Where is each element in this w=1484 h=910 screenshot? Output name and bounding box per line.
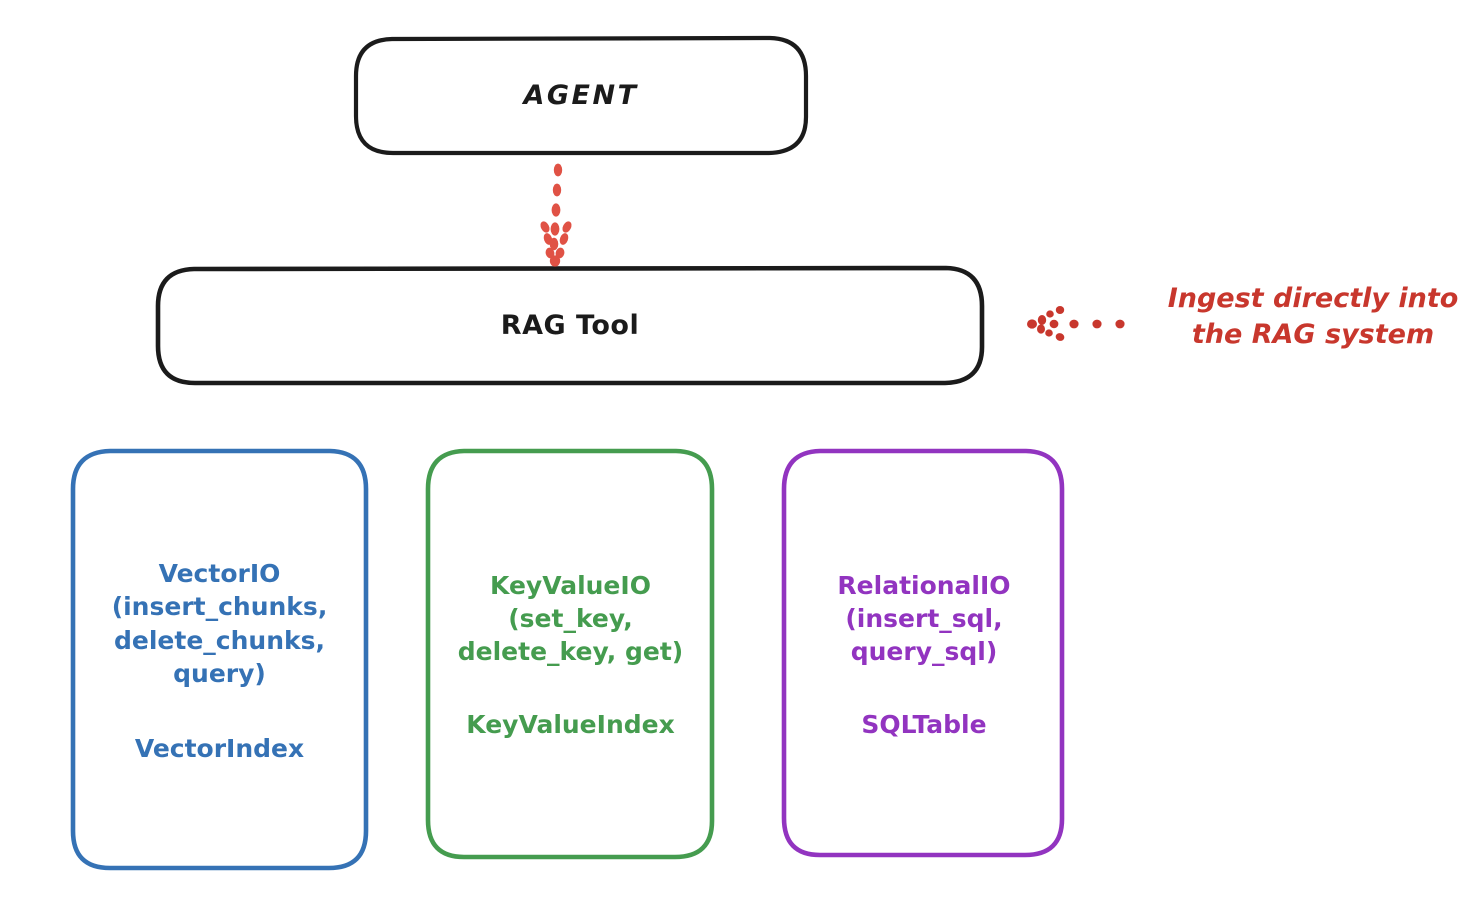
node-key-value-io[interactable]: KeyValueIO (set_key, delete_key, get) Ke… (427, 450, 714, 858)
node-key-value-io-title: KeyValueIO (set_key, delete_key, get) (457, 570, 684, 667)
node-relational-io[interactable]: RelationalIO (insert_sql, query_sql) SQL… (784, 450, 1064, 858)
node-relational-io-title: RelationalIO (insert_sql, query_sql) (837, 570, 1011, 667)
annotation-ingest-directly: Ingest directly into the RAG system (1167, 283, 1459, 351)
node-rag-tool-label: RAG Tool (500, 310, 640, 342)
node-rag-tool[interactable]: RAG Tool (157, 268, 983, 384)
node-relational-io-index: SQLTable (861, 710, 987, 740)
node-agent[interactable]: AGENT (355, 38, 807, 154)
node-vector-io-index: VectorIndex (134, 734, 305, 763)
node-vector-io[interactable]: VectorIO (insert_chunks, delete_chunks, … (72, 450, 367, 870)
node-agent-label: AGENT (523, 80, 639, 112)
ingest-to-rag-tool-connector (1027, 306, 1125, 341)
agent-to-rag-tool-connector (540, 163, 572, 267)
node-vector-io-title: VectorIO (insert_chunks, delete_chunks, … (111, 559, 328, 688)
node-key-value-io-index: KeyValueIndex (466, 710, 675, 740)
